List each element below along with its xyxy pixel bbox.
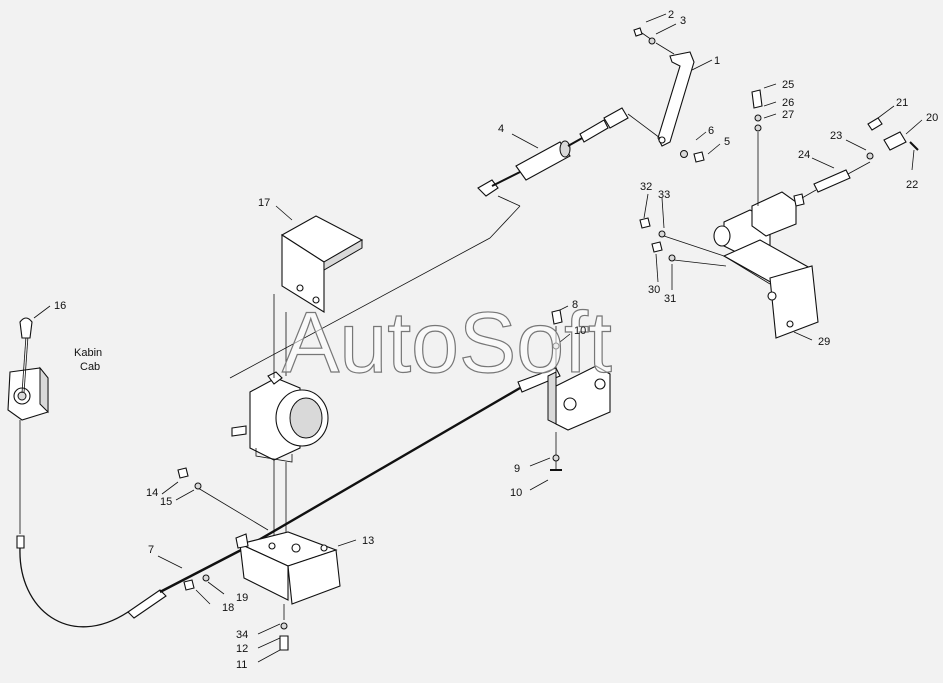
callout-29: 29: [818, 336, 830, 348]
callout-13: 13: [362, 535, 374, 547]
callout-4: 4: [498, 123, 504, 135]
callout-3: 3: [680, 15, 686, 27]
push-rod-4: [477, 107, 629, 207]
callout-33: 33: [658, 189, 670, 201]
leader-line: [197, 487, 269, 531]
actuator-motor: [231, 371, 329, 463]
callout-10-lower: 10: [510, 487, 522, 499]
callout-31: 31: [664, 293, 676, 305]
callout-labels: 2 3 1 4 6 5 7 8 10 9 10 11 12 34 13 14 1…: [54, 9, 938, 671]
callout-11: 11: [236, 659, 247, 671]
callout-25: 25: [782, 79, 794, 91]
callout-22: 22: [906, 179, 918, 191]
bracket-17: [280, 215, 364, 313]
bolts-14-15-18-19: [177, 467, 210, 591]
linkage-rod-24: [801, 117, 919, 199]
callout-18: 18: [222, 602, 234, 614]
callout-7: 7: [148, 544, 154, 556]
mounting-bracket-29: [722, 239, 819, 339]
callout-24: 24: [798, 149, 810, 161]
push-pull-cable: [127, 367, 561, 619]
callout-27: 27: [782, 109, 794, 121]
callout-26: 26: [782, 97, 794, 109]
lever-1: [627, 27, 705, 163]
callout-23: 23: [830, 130, 842, 142]
callout-15: 15: [160, 496, 172, 508]
callout-32: 32: [640, 181, 652, 193]
lower-bracket-13: [235, 531, 341, 651]
callout-12: 12: [236, 643, 248, 655]
bolts-30-33: [639, 217, 727, 267]
control-lever-assembly: [7, 317, 129, 628]
cab-label-line1: Kabin: [74, 347, 102, 359]
callout-8: 8: [572, 299, 578, 311]
switch-block: [547, 309, 611, 471]
cab-label-line2: Cab: [80, 361, 100, 373]
callout-9: 9: [514, 463, 520, 475]
callout-10-upper: 10: [574, 325, 586, 337]
callout-14: 14: [146, 487, 158, 499]
callout-6: 6: [708, 125, 714, 137]
callout-20: 20: [926, 112, 938, 124]
callout-5: 5: [724, 136, 730, 148]
callout-34: 34: [236, 629, 248, 641]
callout-2: 2: [668, 9, 674, 21]
callout-21: 21: [896, 97, 908, 109]
callout-17: 17: [258, 197, 270, 209]
solenoid-switch: [713, 89, 805, 257]
callout-leaders: [33, 13, 923, 663]
callout-16: 16: [54, 300, 66, 312]
callout-19: 19: [236, 592, 248, 604]
watermark: AutoSoft: [282, 295, 612, 391]
callout-1: 1: [714, 55, 720, 67]
callout-30: 30: [648, 284, 660, 296]
leader-line: [229, 205, 521, 379]
